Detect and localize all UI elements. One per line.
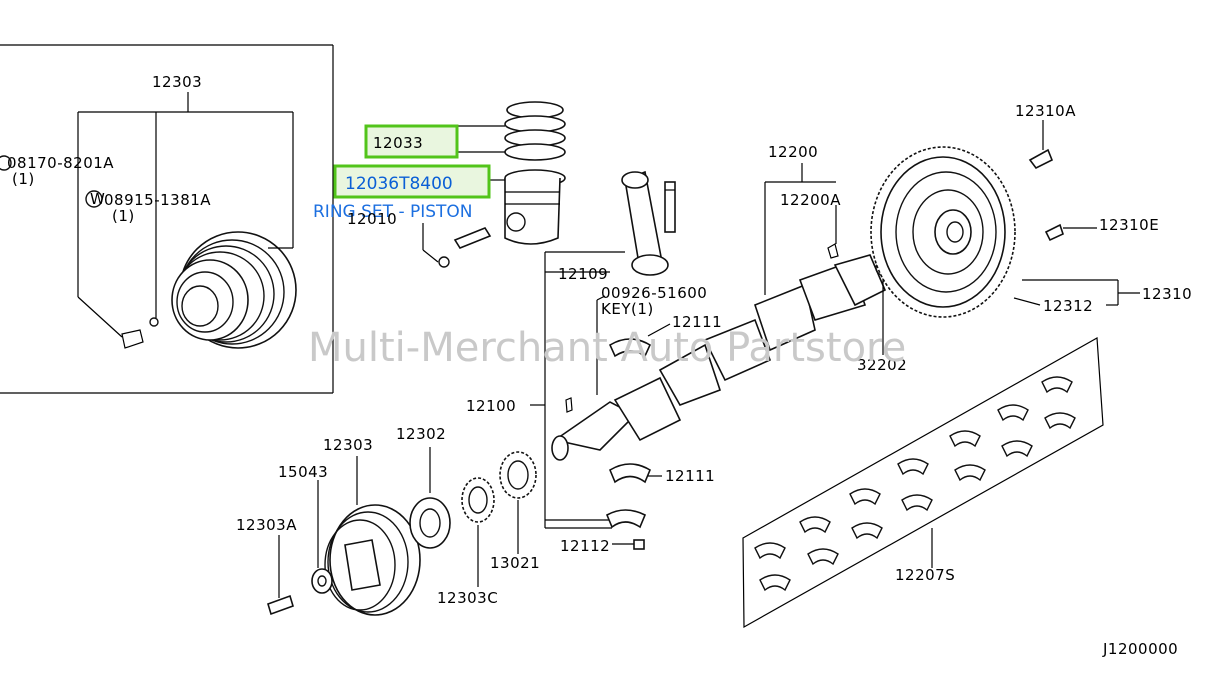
flywheel-drawing bbox=[870, 146, 1064, 318]
washer-w-icon: W bbox=[90, 190, 105, 208]
page-code: J1200000 bbox=[1102, 640, 1178, 658]
label-32202: 32202 bbox=[857, 356, 907, 374]
rod-nut bbox=[633, 539, 645, 550]
watermark-text: Multi-Merchant Auto Partstore bbox=[308, 325, 906, 371]
rod-cap-shell bbox=[605, 509, 647, 529]
highlight-box-12033[interactable] bbox=[364, 124, 459, 159]
label-12033[interactable]: 12033 bbox=[373, 134, 423, 152]
label-ring-set-piston: RING SET - PISTON bbox=[313, 202, 473, 222]
bolt-circle-icon bbox=[0, 155, 12, 171]
label-12111-top: 12111 bbox=[672, 313, 722, 331]
inset-leader-lines bbox=[77, 92, 294, 338]
crankshaft-drawing bbox=[551, 243, 891, 461]
label-12109: 12109 bbox=[558, 265, 608, 283]
label-12302: 12302 bbox=[396, 425, 446, 443]
label-00926: 00926-51600 bbox=[601, 284, 707, 302]
pulley-inset-frame bbox=[0, 44, 334, 394]
main-bearing-panel bbox=[742, 337, 1104, 629]
piston-leader-lines bbox=[422, 125, 505, 263]
crank-asm-leader bbox=[764, 163, 884, 355]
label-12312: 12312 bbox=[1043, 297, 1093, 315]
front-pulley-drawing bbox=[267, 451, 537, 616]
label-12200: 12200 bbox=[768, 143, 818, 161]
label-12207S: 12207S bbox=[895, 566, 955, 584]
label-13021: 13021 bbox=[490, 554, 540, 572]
label-12010: 12010 bbox=[347, 210, 397, 228]
crank-bracket-lines bbox=[530, 251, 636, 545]
highlight-box-12036T8400[interactable] bbox=[333, 164, 491, 199]
label-12310E: 12310E bbox=[1099, 216, 1159, 234]
label-12036T8400[interactable]: 12036T8400 bbox=[345, 174, 453, 194]
washer-circle-icon bbox=[85, 190, 103, 208]
label-12112: 12112 bbox=[560, 537, 610, 555]
label-15043: 15043 bbox=[278, 463, 328, 481]
flywheel-leader-lines bbox=[1013, 120, 1140, 306]
label-12303A: 12303A bbox=[236, 516, 297, 534]
front-pulley-leaders bbox=[278, 447, 519, 598]
label-12200A: 12200A bbox=[780, 191, 841, 209]
label-08915-qty: (1) bbox=[112, 207, 135, 225]
label-12303-front: 12303 bbox=[323, 436, 373, 454]
label-08170-qty: (1) bbox=[12, 170, 35, 188]
label-12100: 12100 bbox=[466, 397, 516, 415]
inset-pulley-drawing bbox=[121, 231, 297, 349]
bearing-shell-top bbox=[608, 338, 652, 358]
label-08170: 08170-8201A bbox=[7, 154, 114, 172]
label-12303-top: 12303 bbox=[152, 73, 202, 91]
label-12303C: 12303C bbox=[437, 589, 498, 607]
connecting-rod-drawing bbox=[621, 170, 676, 276]
label-12310: 12310 bbox=[1142, 285, 1192, 303]
label-08915: 08915-1381A bbox=[104, 191, 211, 209]
label-12111-bottom: 12111 bbox=[665, 467, 715, 485]
piston-rings-drawing bbox=[438, 101, 566, 268]
bearing-shell-bottom bbox=[608, 463, 652, 484]
label-12310A: 12310A bbox=[1015, 102, 1076, 120]
label-key-desc: KEY(1) bbox=[601, 300, 654, 318]
